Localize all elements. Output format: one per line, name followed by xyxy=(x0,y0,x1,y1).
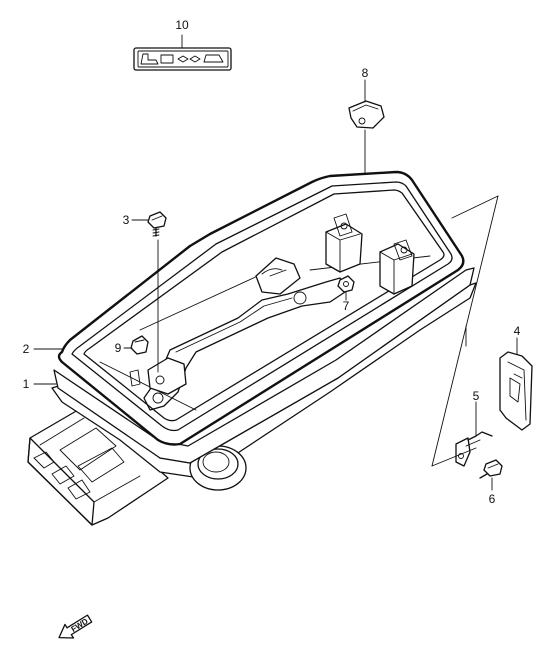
part-5-clip xyxy=(455,401,493,467)
explosion-lines xyxy=(431,195,499,467)
part-6-screw xyxy=(479,459,503,491)
part-10-label-plate xyxy=(133,34,232,71)
callout-10: 10 xyxy=(175,18,189,32)
callout-8: 8 xyxy=(362,66,369,80)
callout-2: 2 xyxy=(23,342,30,356)
callout-1: 1 xyxy=(23,377,30,391)
callout-7: 7 xyxy=(343,299,350,313)
part-3-screw xyxy=(147,211,167,373)
callout-labels: 10 8 3 2 9 1 7 4 5 6 xyxy=(23,18,521,506)
fwd-arrow: FWD xyxy=(58,614,93,639)
leader-lines xyxy=(33,219,518,385)
callout-6: 6 xyxy=(489,492,496,506)
callout-9: 9 xyxy=(115,341,122,355)
part-4-bracket xyxy=(499,351,533,431)
callout-3: 3 xyxy=(123,213,130,227)
part-1-lower-cover xyxy=(27,170,477,526)
callout-5: 5 xyxy=(473,389,480,403)
callout-4: 4 xyxy=(514,324,521,338)
